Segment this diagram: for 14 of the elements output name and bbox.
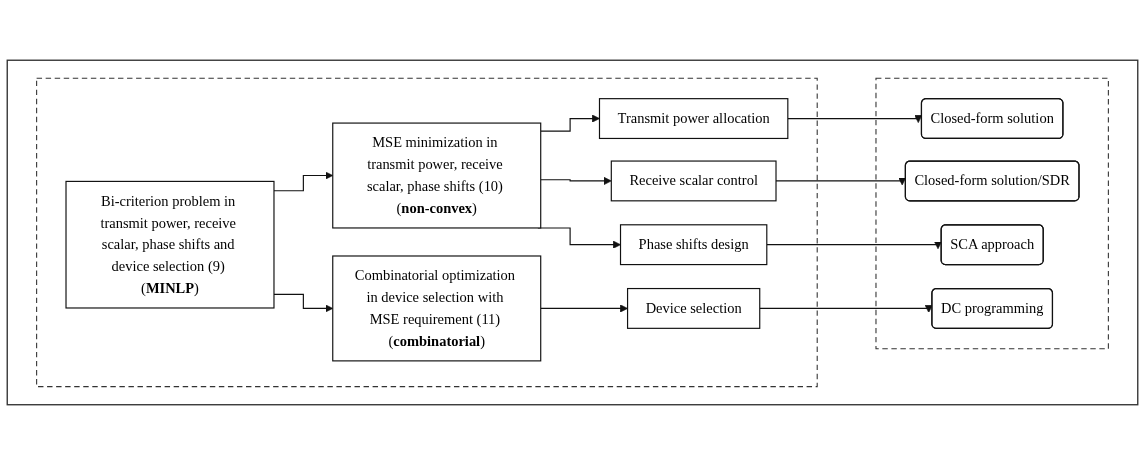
node-box: Device selection [627,287,761,329]
cluster [875,77,1109,349]
node-box: Receive scalar control [610,160,777,201]
node-box: Bi-criterion problem in transmit power, receive scalar, phase shifts and device selection (9) (MINLP) [65,180,275,309]
node-box: Phase shifts design [619,223,768,265]
node-box: Transmit power allocation [598,97,789,139]
arrow [540,114,600,132]
cluster [6,59,1139,405]
node-box: MSE minimization in transmit power, receive scalar, phase shifts (10) (non-convex) [332,122,542,229]
arrow [766,240,942,249]
cluster [36,77,818,387]
node-box: Combinatorial optimization in device selection with MSE requirement (11) (combinatorial) [332,254,542,361]
arrow [540,176,612,185]
arrow [540,303,628,312]
